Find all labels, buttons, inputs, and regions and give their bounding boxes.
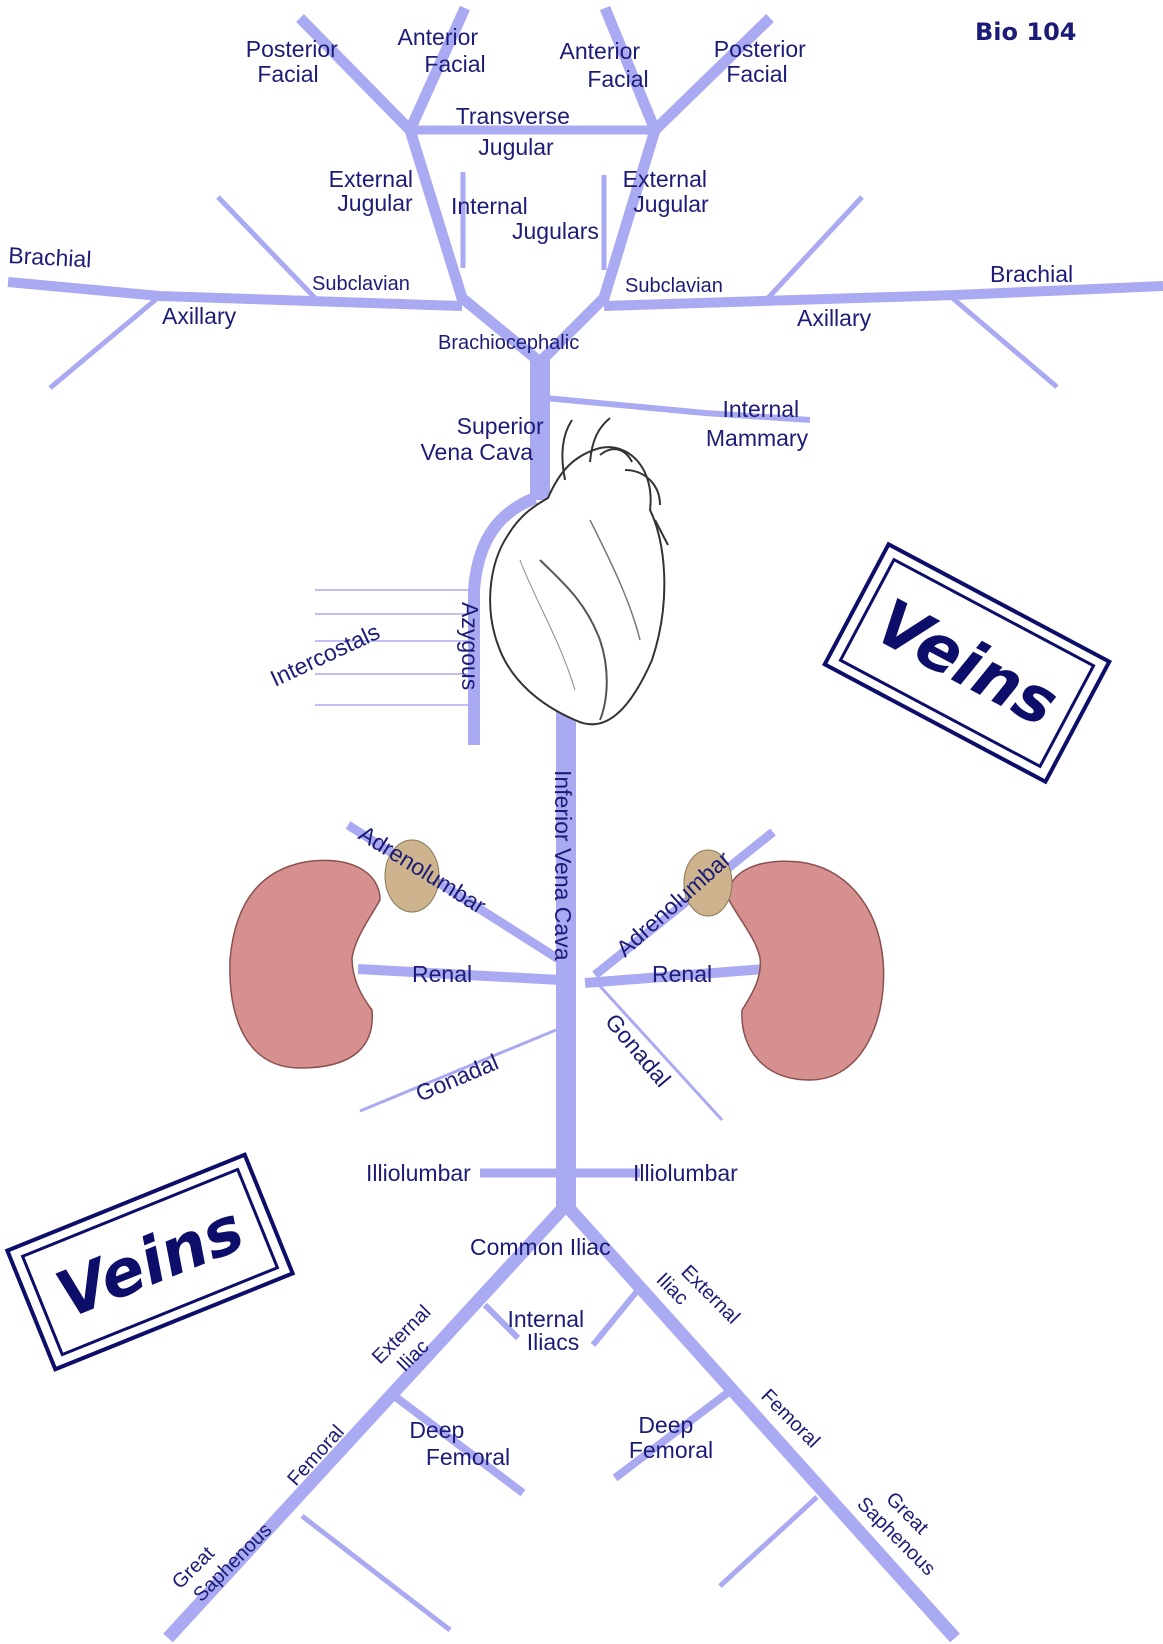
subclavian-right-branch-vein <box>768 197 862 298</box>
deep-femoral-left-label: Deep Femoral <box>409 1417 510 1470</box>
superior-vena-cava-label: Superior Vena Cava <box>420 413 550 465</box>
brachial-right-label: Brachial <box>990 261 1073 287</box>
common-iliac-right-vein <box>566 1205 955 1638</box>
renal-right-label: Renal <box>652 961 712 987</box>
external-jugular-right-label: External Jugular <box>623 166 714 217</box>
posterior-facial-right-label: Posterior Facial <box>714 36 812 87</box>
renal-left-label: Renal <box>412 961 472 987</box>
axillary-right-branch-vein <box>950 296 1057 387</box>
gonadal-right-label: Gonadal <box>600 1009 676 1092</box>
internal-iliacs-label: Internal Iliacs <box>507 1306 590 1355</box>
subclavian-right-label: Subclavian <box>625 275 723 297</box>
common-iliac-label: Common Iliac <box>470 1234 611 1260</box>
left-kidney-shape <box>230 860 380 1068</box>
gonadal-right-vein <box>598 984 722 1120</box>
internal-iliac-right-vein <box>593 1290 638 1345</box>
illiolumbar-left-label: Illiolumbar <box>366 1160 471 1186</box>
brachial-left-label: Brachial <box>8 242 92 272</box>
inferior-vena-cava-label: Inferior Vena Cava <box>550 770 576 961</box>
great-saphenous-right-branch-vein <box>720 1497 817 1586</box>
external-jugular-right-vein <box>540 130 655 362</box>
intercostals-label: Intercostals <box>266 618 384 691</box>
vein-network <box>8 8 1163 1638</box>
internal-jugulars-label: Internal Jugulars <box>451 193 599 244</box>
anterior-facial-right-label: Anterior Facial <box>560 38 649 92</box>
external-jugular-left-label: External Jugular <box>329 166 420 216</box>
subclavian-left-branch-vein <box>218 197 315 298</box>
great-saphenous-left-label: Great Saphenous <box>168 1502 276 1610</box>
external-jugular-left-vein <box>410 130 540 362</box>
subclavian-left-label: Subclavian <box>312 273 410 295</box>
great-saphenous-left-branch-vein <box>302 1516 450 1630</box>
axillary-right-label: Axillary <box>797 305 872 331</box>
veins-stamp-left: Veins <box>7 1155 292 1370</box>
anterior-facial-left-label: Anterior Facial <box>398 24 486 77</box>
posterior-facial-left-label: Posterior Facial <box>246 36 344 87</box>
external-iliac-right-label: External Iliac <box>652 1252 748 1348</box>
course-title: Bio 104 <box>975 18 1076 46</box>
azygous-label: Azygous <box>457 602 483 690</box>
internal-mammary-label: Internal Mammary <box>706 396 809 451</box>
axillary-left-label: Axillary <box>162 303 237 329</box>
illiolumbar-right-label: Illiolumbar <box>633 1160 738 1186</box>
axillary-left-branch-vein <box>50 296 160 388</box>
gonadal-left-label: Gonadal <box>412 1049 502 1107</box>
brachiocephalic-label: Brachiocephalic <box>438 332 579 354</box>
great-saphenous-right-label: Great Saphenous <box>852 1476 956 1580</box>
veins-stamp-right: Veins <box>825 544 1110 781</box>
deep-femoral-right-label: Deep Femoral <box>629 1412 713 1463</box>
